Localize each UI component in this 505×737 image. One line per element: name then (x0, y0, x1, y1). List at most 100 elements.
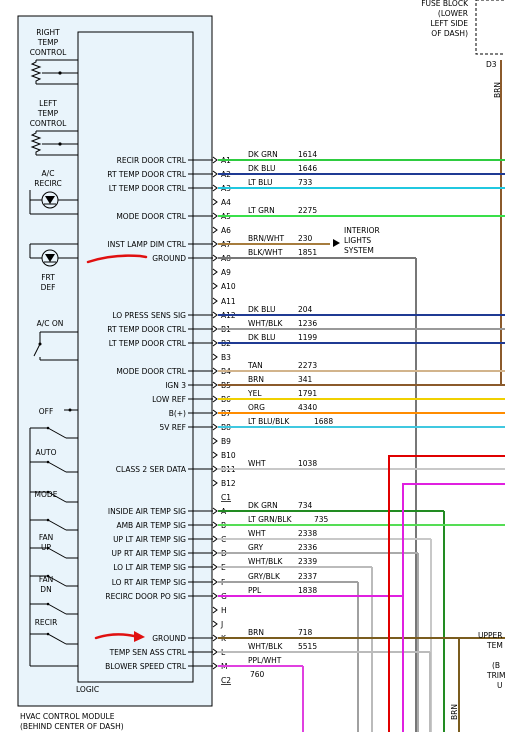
module-name-line2: (BEHIND CENTER OF DASH) (20, 722, 124, 731)
circuit-label: BLOWER SPEED CTRL (105, 662, 187, 671)
pin-chevron-icon (212, 423, 218, 431)
pin-chevron-icon (212, 311, 218, 319)
pin-chevron-icon (212, 662, 218, 670)
wire (402, 483, 505, 732)
circuit-number-label: 2339 (298, 557, 317, 566)
circuit-label: INSIDE AIR TEMP SIG (108, 507, 186, 516)
circuit-label: LOW REF (152, 395, 186, 404)
circuit-label: LT TEMP DOOR CTRL (109, 184, 187, 193)
pin-chevron-icon (212, 606, 218, 614)
fuse-block-line: LEFT SIDE (430, 19, 468, 28)
component-label: TEMP (37, 109, 59, 118)
wire-color-label: WHT/BLK (248, 557, 283, 566)
pin-chevron-icon (212, 254, 218, 262)
connector-pin-label: A9 (221, 268, 231, 277)
circuit-label: LO PRESS SENS SIG (112, 311, 186, 320)
circuit-label: IGN 3 (165, 381, 186, 390)
pin-chevron-icon (212, 563, 218, 571)
circuit-label: MODE DOOR CTRL (116, 367, 186, 376)
wire-color-label: DK GRN (248, 150, 278, 159)
connector-pin-label: B10 (221, 451, 236, 460)
upper-temp-label: UPPER (478, 631, 503, 640)
switch-contact-icon (47, 575, 67, 587)
pin-chevron-icon (212, 620, 218, 628)
potentiometer-icon (30, 131, 42, 155)
pin-chevron-icon (212, 339, 218, 347)
circuit-number-label: 2273 (298, 361, 317, 370)
pin-chevron-icon (212, 648, 218, 656)
arrow-icon (333, 239, 340, 247)
circuit-number-label: 1199 (298, 333, 317, 342)
circuit-number-label: 734 (298, 501, 313, 510)
pin-chevron-icon (212, 521, 218, 529)
circuit-number-label: 1791 (298, 389, 317, 398)
pin-chevron-icon (212, 395, 218, 403)
pin-chevron-icon (212, 634, 218, 642)
logic-label: LOGIC (76, 685, 99, 694)
pin-chevron-icon (212, 592, 218, 600)
red-annotation-arrow (94, 633, 136, 640)
circuit-label: TEMP SEN ASS CTRL (109, 648, 187, 657)
circuit-number-label: 204 (298, 305, 313, 314)
circuit-number-label: 1851 (298, 248, 317, 257)
circuit-number-label: 2338 (298, 529, 317, 538)
pin-chevron-icon (212, 325, 218, 333)
circuit-number-label: 2275 (298, 206, 317, 215)
circuit-label: GROUND (152, 254, 186, 263)
wire-color-label: DK BLU (248, 164, 276, 173)
circuit-label: LO RT AIR TEMP SIG (112, 578, 186, 587)
wires (218, 159, 505, 732)
pin-chevron-icon (212, 367, 218, 375)
connector-pin-label: A6 (221, 226, 231, 235)
circuit-number-label: 4340 (298, 403, 317, 412)
ac-on-switch: A/C ON (33, 319, 78, 361)
switch-label: FAN (39, 575, 53, 584)
wire (388, 455, 505, 732)
circuit-label: 5V REF (159, 423, 186, 432)
circuit-label: RECIRC DOOR PO SIG (105, 592, 186, 601)
switch-contact-icon (47, 491, 67, 503)
wire-color-label: DK BLU (248, 305, 276, 314)
switch-contact-icon (47, 603, 67, 615)
pin-chevron-icon (212, 212, 218, 220)
circuit-label: CLASS 2 SER DATA (116, 465, 187, 474)
interior-lights-branch: INTERIOR LIGHTS SYSTEM (333, 226, 380, 255)
brn-label: BRN (450, 704, 459, 720)
component-label: DEF (41, 283, 56, 292)
wire-color-label: PPL (248, 586, 262, 595)
left-temp-control: LEFT TEMP CONTROL (30, 99, 78, 156)
wire-color-label: DK GRN (248, 501, 278, 510)
pin-chevron-icon (212, 240, 218, 248)
wire-color-label: GRY (248, 543, 264, 552)
circuit-number-label: 2337 (298, 572, 317, 581)
interior-lights-label: LIGHTS (344, 236, 371, 245)
right-edge-connector: UPPER TEM (B TRIM U BRN (450, 631, 505, 720)
circuit-number-label: 760 (250, 670, 265, 679)
switch-label: FAN (39, 533, 53, 542)
component-label: A/C ON (37, 319, 64, 328)
logic-box (77, 31, 194, 683)
fuse-block-line: OF DASH) (431, 29, 468, 38)
pin-chevron-icon (212, 156, 218, 164)
wire-color-label: BRN (248, 628, 264, 637)
switch-contact-icon (47, 427, 67, 439)
fuse-block-line: (LOWER (438, 9, 468, 18)
wire-color-label: WHT (248, 529, 266, 538)
circuit-label: B(+) (169, 409, 186, 418)
connector-pin-label: B9 (221, 437, 231, 446)
switch-label: AUTO (35, 448, 56, 457)
wire-color-label: DK BLU (248, 333, 276, 342)
fuse-block-outline (475, 0, 505, 55)
fuse-block-line: FUSE BLOCK (421, 0, 469, 8)
potentiometer-icon (30, 60, 42, 84)
pin-chevron-icon (212, 353, 218, 361)
pin-chevron-icon (212, 297, 218, 305)
trim-label: U (497, 681, 503, 690)
upper-temp-label: TEM (486, 641, 503, 650)
pin-chevron-icon (212, 409, 218, 417)
pin-chevron-icon (212, 479, 218, 487)
wire-color-label: WHT/BLK (248, 319, 283, 328)
right-temp-control: RIGHT TEMP CONTROL (30, 28, 78, 85)
switch-contact-icon (47, 519, 67, 531)
